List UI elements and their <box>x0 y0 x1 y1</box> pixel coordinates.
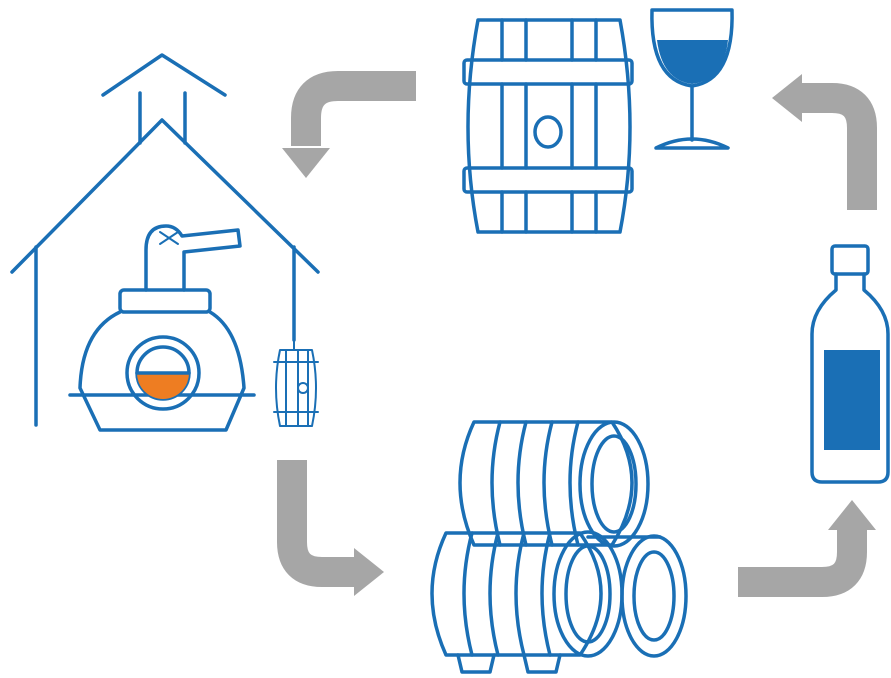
stacked-barrels-icon <box>432 422 686 672</box>
bottle-icon <box>812 246 888 482</box>
wine-glass-icon <box>652 10 732 148</box>
barrel-and-glass-icon <box>464 10 732 232</box>
front-barrel <box>432 532 622 672</box>
bottle-label <box>824 350 880 450</box>
glass-liquid <box>657 40 728 84</box>
arrow-barrels-to-bottle <box>738 500 876 582</box>
large-barrel-icon <box>464 20 632 232</box>
arrow-tasting-to-distillery <box>282 86 416 178</box>
arrow-distillery-to-barrels <box>292 460 384 596</box>
distillery-icon <box>12 55 318 430</box>
top-barrel <box>460 422 648 546</box>
arrow-bottle-to-tasting <box>772 74 862 210</box>
pot-still-icon <box>70 226 254 430</box>
small-cask-icon <box>274 338 318 426</box>
